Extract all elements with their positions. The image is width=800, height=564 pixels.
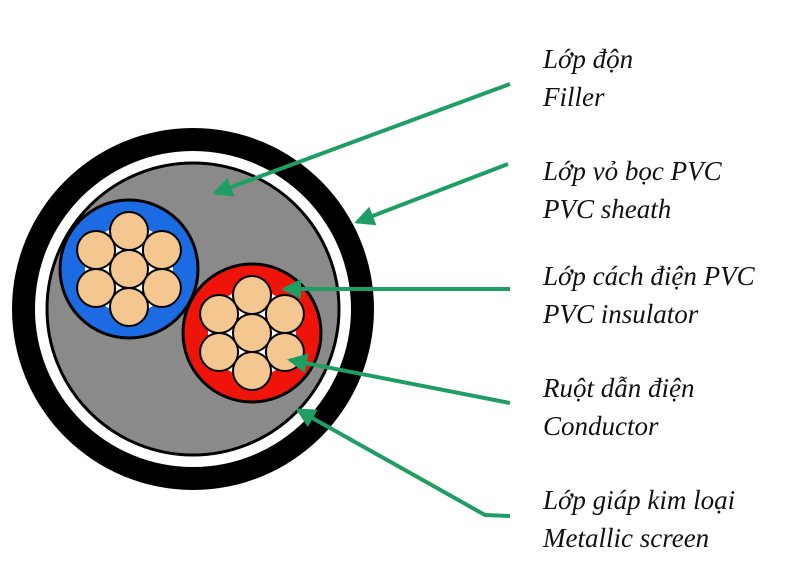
label-conductor-vi: Ruột dẫn điện (543, 373, 695, 403)
label-metallic-screen-vi: Lớp giáp kim loại (543, 485, 736, 515)
label-filler: Lớp độn Filler (543, 40, 633, 116)
callout-arrows (212, 82, 511, 518)
conductor-strand (199, 294, 240, 334)
label-conductor: Ruột dẫn điện Conductor (543, 369, 694, 445)
conductor-strands-blue (76, 211, 182, 327)
conductor-strand (232, 351, 272, 391)
conductor-strand (232, 275, 272, 315)
conductor-strand (76, 230, 117, 270)
label-pvc-sheath: Lớp vỏ bọc PVC PVC sheath (543, 152, 722, 228)
label-pvc-insulator: Lớp cách điện PVC PVC insulator (543, 257, 755, 333)
arrow-pvc-sheath (354, 162, 509, 226)
conductor-strand (199, 332, 240, 372)
label-filler-en: Filler (543, 82, 605, 112)
conductor-strand (76, 268, 117, 308)
label-metallic-screen: Lớp giáp kim loại Metallic screen (543, 481, 735, 557)
conductor-strand (232, 313, 272, 353)
conductor-strand (109, 211, 149, 251)
label-pvc-sheath-en: PVC sheath (543, 194, 672, 224)
core-red (181, 262, 323, 404)
conductor-strand (109, 249, 149, 289)
conductor-strand (141, 230, 182, 270)
conductor-strand (141, 268, 182, 308)
conductor-strand (264, 332, 305, 372)
arrow-metallic-screen (295, 408, 511, 518)
arrow-filler (212, 82, 511, 197)
arrow-conductor (287, 353, 511, 405)
label-metallic-screen-en: Metallic screen (543, 523, 710, 553)
conductor-strand (109, 287, 149, 327)
label-pvc-sheath-vi: Lớp vỏ bọc PVC (543, 156, 722, 186)
label-pvc-insulator-vi: Lớp cách điện PVC (543, 261, 755, 291)
conductor-strand (264, 294, 305, 334)
core-blue (58, 198, 200, 340)
label-filler-vi: Lớp độn (543, 44, 634, 74)
label-pvc-insulator-en: PVC insulator (543, 299, 699, 329)
conductor-strands-red (199, 275, 305, 391)
label-conductor-en: Conductor (543, 411, 659, 441)
